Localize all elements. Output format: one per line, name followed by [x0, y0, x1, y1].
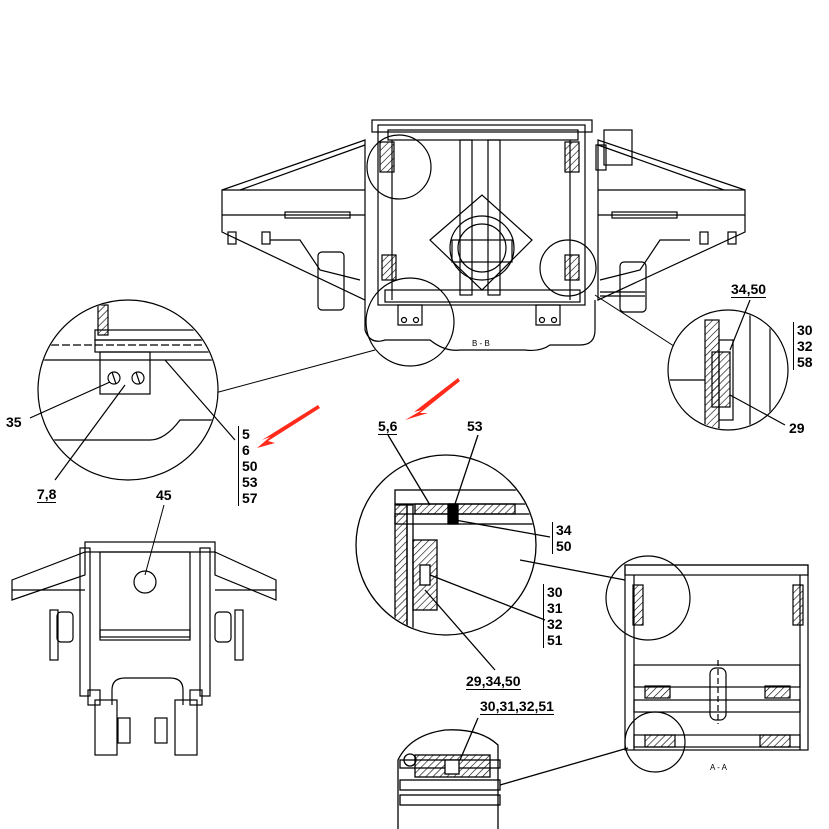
callout-53-center: 53 — [467, 418, 483, 434]
stack-item: 31 — [547, 600, 563, 616]
stack-item: 30 — [547, 584, 563, 600]
red-arrow-left — [257, 405, 320, 448]
stack-center-lower: 30 31 32 51 — [543, 584, 563, 648]
stack-right-detail: 30 32 58 — [793, 322, 813, 370]
leader-lines-main — [214, 294, 681, 394]
right-detail-view — [667, 299, 789, 431]
stack-item: 34 — [556, 522, 572, 538]
callout-30-31-32-51: 30,31,32,51 — [480, 698, 554, 715]
section-aa-view — [605, 555, 809, 773]
stack-left-detail: 5 6 50 53 57 — [238, 426, 258, 506]
bottom-left-view — [11, 541, 277, 756]
main-view-bb — [221, 119, 746, 367]
callout-29-34-50: 29,34,50 — [466, 673, 521, 690]
callout-34-50-top: 34,50 — [731, 281, 767, 298]
stack-item: 51 — [547, 632, 563, 648]
stack-item: 32 — [797, 338, 813, 354]
callout-29: 29 — [789, 420, 805, 436]
callout-45: 45 — [156, 487, 172, 503]
red-arrows — [257, 378, 460, 448]
center-detail-view — [355, 434, 626, 671]
stack-item: 58 — [797, 354, 813, 370]
callout-35: 35 — [6, 414, 22, 430]
section-label-aa: A - A — [710, 763, 728, 772]
section-label-bb: B - B — [472, 339, 490, 348]
bottom-detail-view — [397, 717, 629, 829]
stack-item: 57 — [242, 490, 258, 506]
callout-7-8: 7,8 — [37, 486, 57, 503]
stack-item: 50 — [556, 538, 572, 554]
red-arrow-center — [405, 378, 460, 420]
stack-item: 53 — [242, 474, 258, 490]
stack-center-upper: 34 50 — [552, 522, 572, 554]
stack-item: 50 — [242, 458, 258, 474]
stack-item: 6 — [242, 442, 250, 458]
stack-item: 30 — [797, 322, 813, 338]
callout-5-6-center: 5,6 — [378, 418, 398, 435]
stack-item: 5 — [242, 426, 250, 442]
left-detail-view — [29, 299, 236, 481]
stack-item: 32 — [547, 616, 563, 632]
